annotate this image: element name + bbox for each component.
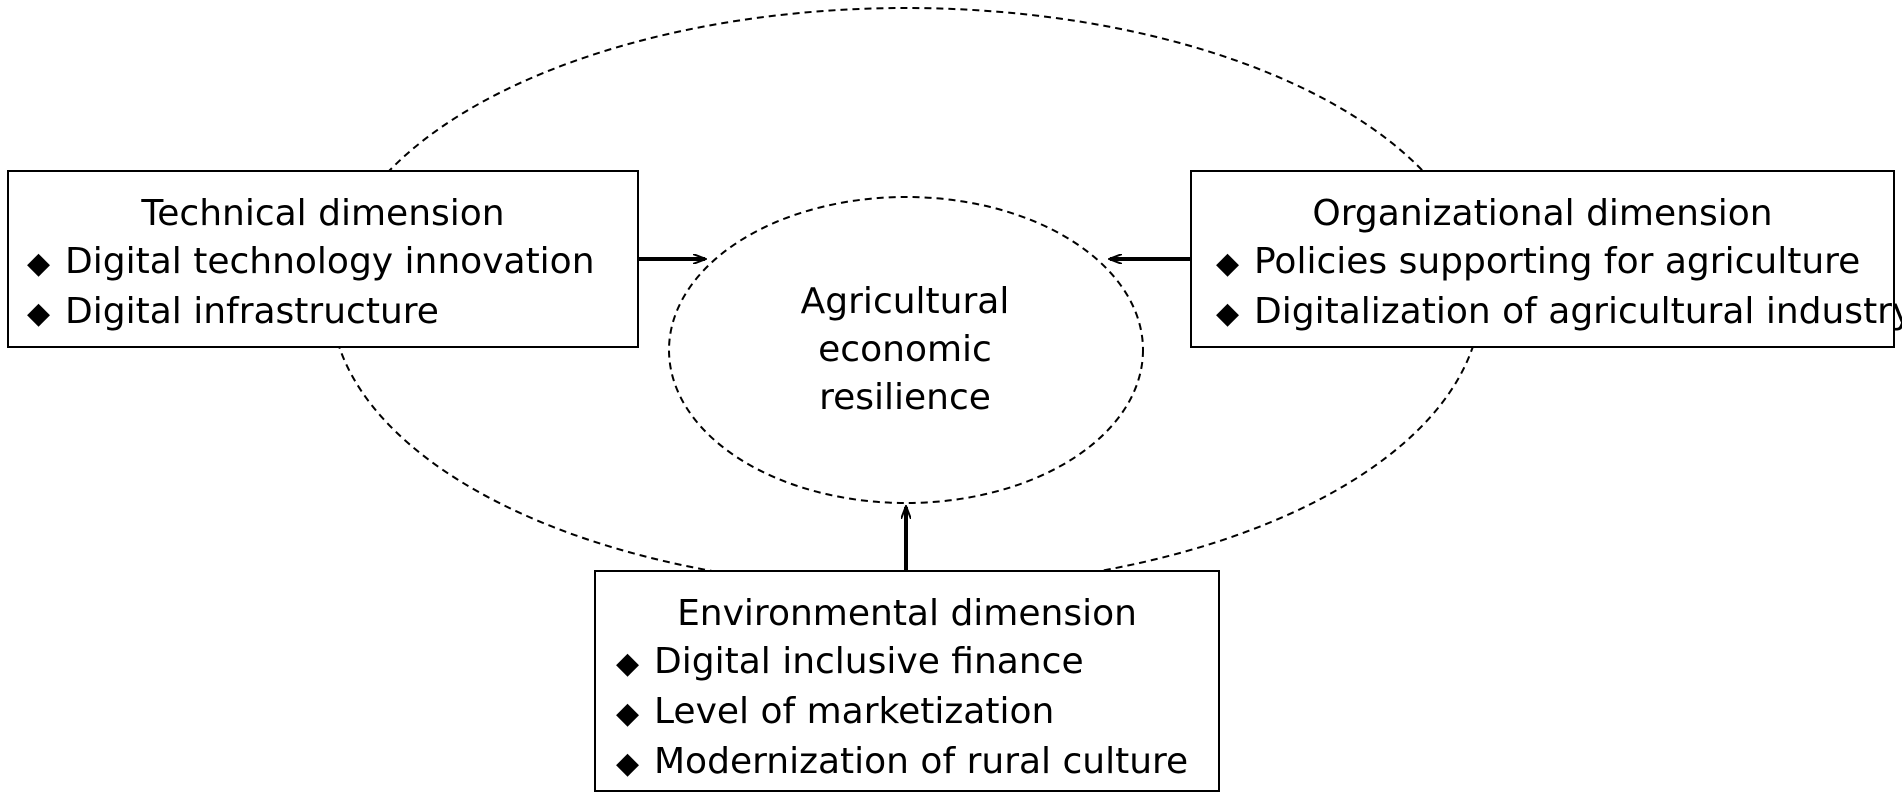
diamond-bullet-icon: ◆ [1216, 246, 1240, 281]
environmental-item-label: Level of marketization [654, 691, 1055, 732]
technical-item-label: Digital technology innovation [65, 241, 595, 282]
environmental-item: ◆ Digital inclusive finance [596, 638, 1218, 688]
organizational-dimension-box: Organizational dimension ◆ Policies suppo… [1190, 170, 1902, 348]
environmental-item: ◆ Level of marketization [596, 688, 1218, 738]
technical-item: ◆ Digital infrastructure [9, 288, 637, 338]
organizational-dimension-title: Organizational dimension [1312, 193, 1773, 234]
diamond-bullet-icon: ◆ [616, 696, 640, 731]
diamond-bullet-icon: ◆ [616, 646, 640, 681]
technical-dimension-title: Technical dimension [141, 193, 505, 234]
center-dashed-ellipse [668, 196, 1144, 504]
organizational-item: ◆ Digitalization of agricultural industry [1192, 288, 1902, 338]
environmental-item: ◆ Modernization of rural culture [596, 738, 1218, 788]
environmental-dimension-box: Environmental dimension ◆ Digital inclusi… [594, 570, 1220, 792]
diamond-bullet-icon: ◆ [27, 246, 51, 281]
technical-item: ◆ Digital technology innovation [9, 238, 637, 288]
environmental-item-label: Digital inclusive finance [654, 641, 1084, 682]
center-label-line: economic [818, 329, 992, 370]
center-label-line: Agricultural [800, 281, 1010, 322]
environmental-dimension-title: Environmental dimension [677, 593, 1137, 634]
technical-item-label: Digital infrastructure [65, 291, 439, 332]
diamond-bullet-icon: ◆ [27, 296, 51, 331]
environmental-item-label: Modernization of rural culture [654, 741, 1189, 782]
technical-dimension-box: Technical dimension ◆ Digital technology … [7, 170, 639, 348]
center-label-line: resilience [819, 377, 991, 418]
organizational-item: ◆ Policies supporting for agriculture [1192, 238, 1893, 288]
diamond-bullet-icon: ◆ [616, 746, 640, 781]
organizational-item-label: Digitalization of agricultural industry [1254, 291, 1902, 332]
organizational-item-label: Policies supporting for agriculture [1254, 241, 1861, 282]
center-node-agricultural-economic-resilience: Agricultural economic resilience [760, 278, 1050, 422]
diamond-bullet-icon: ◆ [1216, 296, 1240, 331]
